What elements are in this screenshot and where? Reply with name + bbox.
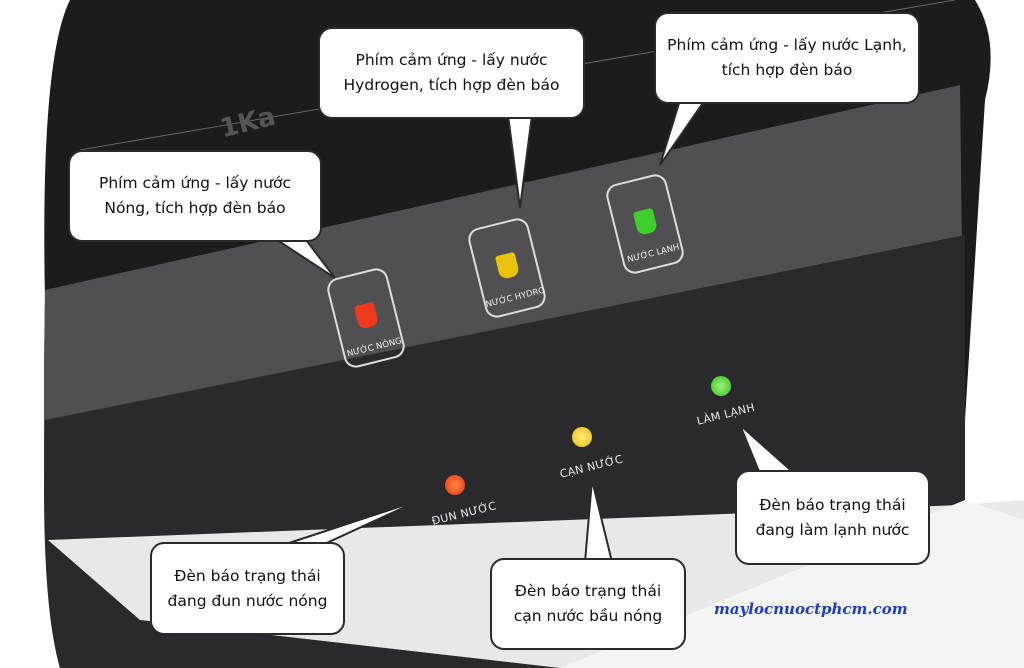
- empty-water-led: [572, 427, 592, 447]
- callout-text: Hydrogen, tích hợp đèn báo: [343, 76, 560, 94]
- heating-led: [445, 475, 465, 495]
- callout-text: Đèn báo trạng thái: [174, 566, 321, 585]
- key-label: NƯỚC HYDRO: [484, 285, 547, 311]
- callout-cold-key: Phím cảm ứng - lấy nước Lạnh, tích hợp đè…: [654, 12, 920, 104]
- callout-text: Nóng, tích hợp đèn báo: [104, 199, 286, 217]
- callout-text: Phím cảm ứng - lấy nước: [355, 51, 548, 69]
- cooling-led: [711, 376, 731, 396]
- callout-text: Phím cảm ứng - lấy nước Lạnh,: [667, 36, 907, 54]
- callout-empty-led: Đèn báo trạng thái cạn nước bầu nóng: [490, 558, 686, 650]
- callout-text: đang làm lạnh nước: [755, 520, 910, 539]
- key-label: NƯỚC LẠNH: [626, 242, 681, 266]
- hot-cup-icon: [353, 301, 380, 330]
- watermark: maylocnuoctphcm.com: [714, 600, 908, 618]
- cold-cup-icon: [632, 207, 659, 236]
- callout-text: Đèn báo trạng thái: [514, 582, 662, 600]
- callout-text: Phím cảm ứng - lấy nước: [98, 174, 292, 192]
- callout-text: cạn nước bầu nóng: [513, 607, 663, 625]
- callout-text: đang đun nước nóng: [167, 591, 328, 610]
- callout-heating-led: Đèn báo trạng thái đang đun nước nóng: [150, 542, 345, 635]
- hydrogen-cup-icon: [494, 251, 521, 280]
- key-label: NƯỚC NÓNG: [346, 336, 403, 360]
- callout-text: Đèn báo trạng thái: [759, 495, 906, 514]
- callout-text: tích hợp đèn báo: [721, 61, 853, 79]
- callout-cooling-led: Đèn báo trạng thái đang làm lạnh nước: [735, 470, 930, 565]
